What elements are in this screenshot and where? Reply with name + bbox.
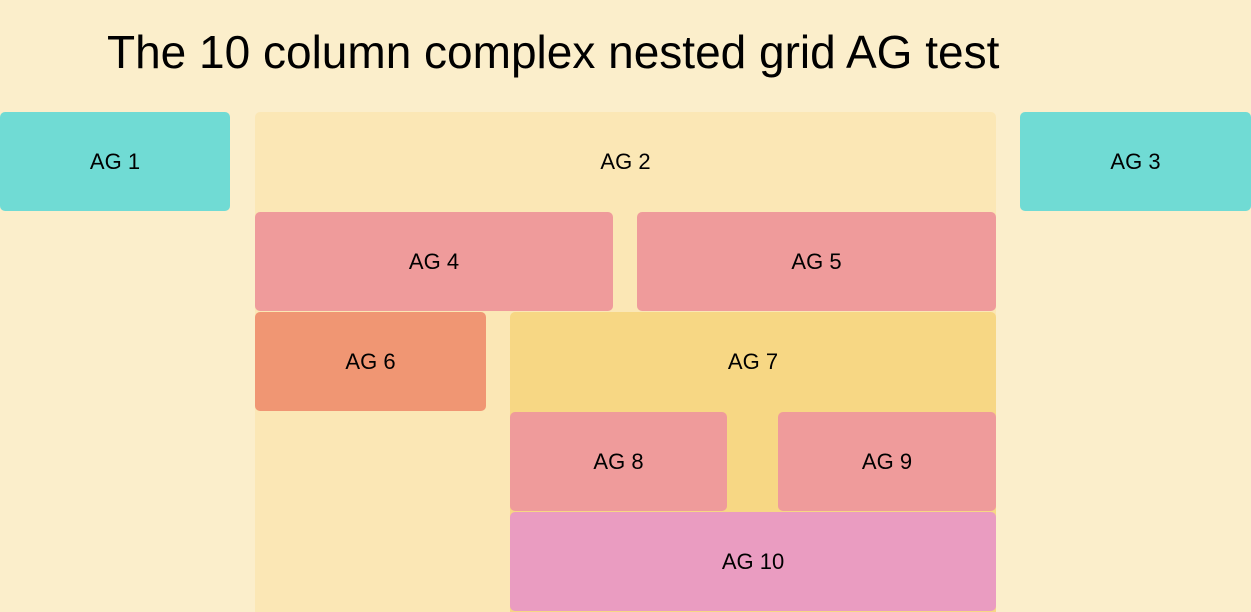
grid-item-ag6: AG 6: [255, 312, 486, 411]
grid-item-label: AG 4: [408, 248, 460, 274]
grid-item-ag1: AG 1: [0, 112, 230, 211]
grid-item-ag9: AG 9: [778, 412, 996, 511]
grid-item-label: AG 1: [89, 149, 141, 174]
grid-item-label: AG 5: [791, 248, 842, 274]
grid-item-ag3: AG 3: [1020, 112, 1251, 211]
grid-item-label: AG 6: [345, 348, 396, 374]
grid-item-label: AG 3: [1110, 149, 1161, 174]
grid-item-ag10: AG 10: [510, 512, 996, 611]
grid-item-label: AG 2: [600, 149, 651, 174]
grid-item-ag4: AG 4: [255, 212, 613, 311]
grid-item-label: AG 7: [727, 349, 779, 374]
page-title: The 10 column complex nested grid AG tes…: [107, 26, 1000, 78]
grid-item-ag5: AG 5: [637, 212, 996, 311]
grid-item-label: AG 10: [721, 548, 785, 574]
grid-item-label: AG 9: [861, 448, 913, 474]
grid-item-label: AG 8: [593, 448, 644, 474]
grid-item-ag8: AG 8: [510, 412, 727, 511]
